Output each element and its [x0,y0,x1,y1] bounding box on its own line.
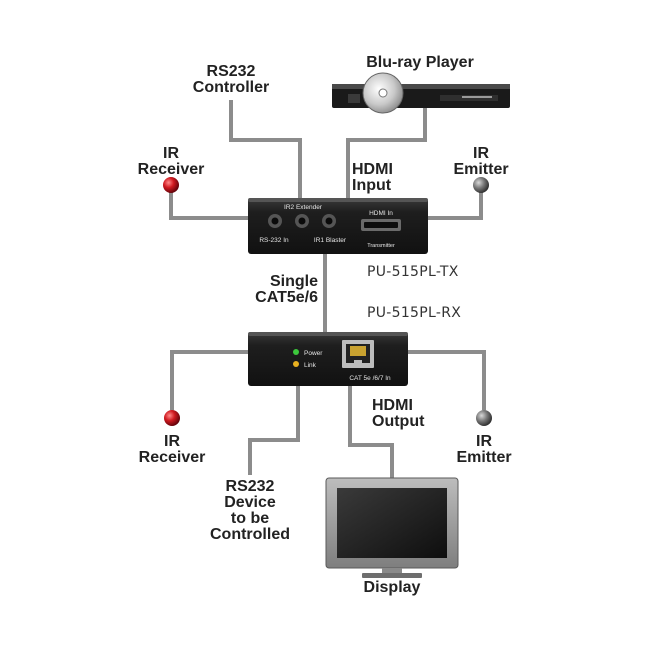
ir-receiver-bottom-label: IR Receiver [138,433,206,466]
cable-rs232-device [248,382,300,475]
label-ir2-extender: IR2 Extender [284,204,323,211]
label-power: Power [304,350,323,357]
label-cat-port: CAT 5e /6/7 In [349,375,391,382]
rx-model-label: PU-515PL-RX [367,305,462,321]
single-cat-label: Single CAT5e/6 [255,273,318,306]
receiver-unit: Power Link CAT 5e /6/7 In [248,332,408,386]
label-ir1-blaster: IR1 Blaster [314,237,347,244]
label-hdmi-in: HDMI In [369,210,393,217]
label-transmitter: Transmitter [367,243,395,249]
rj45-port [342,340,374,368]
cable-rs232-controller [229,100,302,202]
transmitter-unit: IR2 Extender RS-232 In IR1 Blaster HDMI … [248,198,428,254]
ir-emitter-bottom-icon [476,410,492,426]
display-monitor-icon [325,477,459,578]
ir-emitter-top-icon [473,177,489,193]
ir-receiver-top-label: IR Receiver [137,145,205,178]
label-link: Link [304,362,317,369]
display-label: Display [363,579,421,596]
tx-model-label: PU-515PL-TX [367,264,459,280]
cable-ir-emitter-top [426,190,483,220]
ir-receiver-top-icon [163,177,179,193]
bluray-player [332,72,510,114]
bluray-player-label: Blu-ray Player [366,54,474,71]
ir-receiver-bottom-icon [164,410,180,426]
cable-hdmi-output [348,382,394,478]
label-rs232-in: RS-232 In [259,237,289,244]
hdmi-output-label: HDMI Output [372,397,425,430]
rs232-controller-label: RS232 Controller [192,63,270,96]
cable-ir-emitter-bottom [405,350,486,410]
rs232-device-label: RS232 Device to be Controlled [210,478,290,543]
ir-emitter-bottom-label: IR Emitter [456,433,512,466]
power-led-icon [293,349,299,355]
cable-ir-receiver-bottom [170,350,250,410]
cable-bluray-hdmi [346,107,427,202]
cable-ir-receiver-top [169,190,250,220]
link-led-icon [293,361,299,367]
hdmi-input-label: HDMI Input [352,161,393,194]
cables [169,100,486,478]
ir-emitter-top-label: IR Emitter [453,145,509,178]
